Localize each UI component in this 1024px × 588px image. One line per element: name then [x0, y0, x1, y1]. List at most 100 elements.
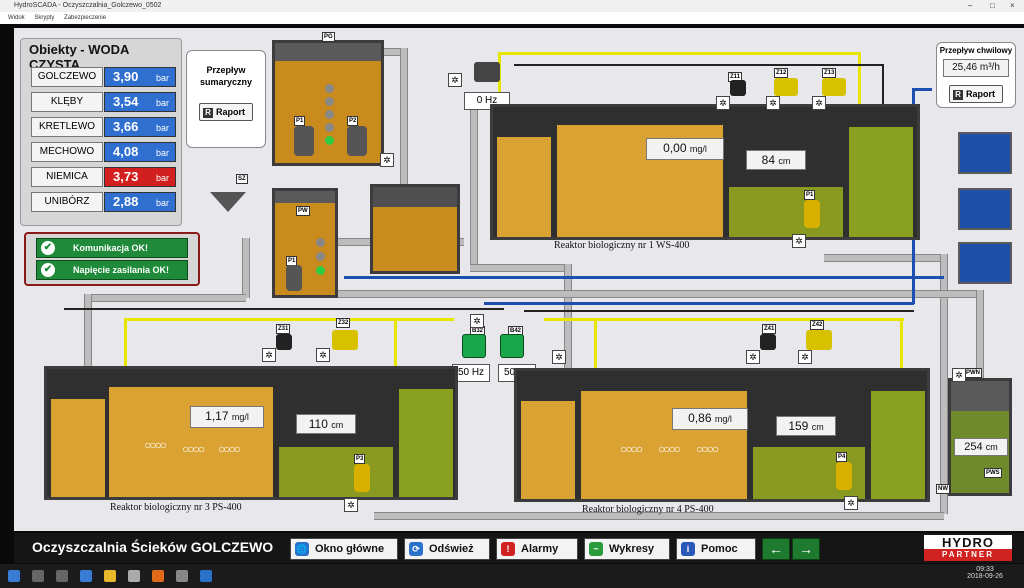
report-icon: R [203, 108, 213, 118]
pw-tank-level [275, 203, 335, 295]
reactor-1-oxygen: 0,00 mg/l [646, 138, 724, 160]
aeration-bubbles: ○○○○ [658, 442, 681, 456]
blower-b32[interactable] [462, 334, 486, 358]
settings-gear-icon[interactable]: ✲ [316, 348, 330, 362]
firefox-icon[interactable] [152, 570, 164, 582]
settings-gear-icon[interactable]: ✲ [792, 234, 806, 248]
close-button[interactable]: × [1010, 1, 1015, 10]
task-view-icon[interactable] [56, 570, 68, 582]
store-icon[interactable] [128, 570, 140, 582]
pw-tank[interactable] [272, 188, 338, 298]
pump-pw-p1[interactable] [286, 265, 302, 291]
reactor-4-chamber-1 [521, 401, 575, 499]
search-icon[interactable] [32, 570, 44, 582]
side-tank-2[interactable] [958, 188, 1012, 230]
settings-gear-icon[interactable]: ✲ [798, 350, 812, 364]
pipe [242, 238, 250, 298]
menu-skrypty[interactable]: Skrypty [34, 15, 55, 21]
clock[interactable]: 09:33 2018-09-26 [960, 566, 1010, 580]
tag-pg: PG [322, 32, 335, 42]
settings-gear-icon[interactable]: ✲ [716, 96, 730, 110]
settings-gear-icon[interactable]: ✲ [812, 96, 826, 110]
blower-b42[interactable] [500, 334, 524, 358]
flow-total-title-2: sumaryczny [199, 77, 253, 87]
black-pipe [524, 310, 914, 312]
valve-z31[interactable] [276, 334, 292, 350]
refresh-button[interactable]: ⟳Odśwież [404, 538, 490, 560]
top-blower[interactable] [474, 62, 500, 82]
pipe [374, 512, 944, 520]
aeration-bubbles: ○○○○ [218, 442, 241, 456]
settings-gear-icon[interactable]: ✲ [766, 96, 780, 110]
reactor-4-label: Reaktor biologiczny nr 4 PS-400 [582, 504, 714, 515]
tag-ws-p1: P1 [804, 190, 816, 200]
settings-gear-icon[interactable]: ✲ [844, 496, 858, 510]
pump-ws-p1[interactable] [804, 200, 820, 228]
yellow-pipe [498, 52, 860, 55]
pipe [470, 264, 570, 272]
hydroscada-icon[interactable] [200, 570, 212, 582]
communication-status: ✔Komunikacja OK! [36, 238, 188, 258]
settings-gear-icon[interactable]: ✲ [746, 350, 760, 364]
check-icon: ✔ [41, 263, 55, 277]
clock-time: 09:33 [976, 566, 994, 573]
hydro-partner-logo: HYDRO PARTNER [924, 535, 1012, 561]
pipe [384, 48, 404, 56]
valve-z42[interactable] [806, 330, 832, 350]
side-tank-3[interactable] [958, 242, 1012, 284]
pump-pg-p2[interactable] [347, 126, 367, 156]
side-tank-1[interactable] [958, 132, 1012, 174]
clock-date: 2018-09-26 [967, 573, 1003, 580]
reactor-3[interactable] [44, 366, 458, 500]
menu-widok[interactable]: Widok [8, 15, 25, 21]
pump-p4[interactable] [836, 462, 852, 490]
settings-gear-icon[interactable]: ✲ [552, 350, 566, 364]
valve-z11[interactable] [730, 80, 746, 96]
yellow-pipe [124, 318, 454, 321]
menu-zabezpieczenie[interactable]: Zabezpieczenie [64, 15, 107, 21]
settings-gear-icon[interactable]: ✲ [470, 314, 484, 328]
reactor-4-clarifier [871, 391, 925, 499]
main-window-button[interactable]: 🌐Okno główne [290, 538, 398, 560]
aeration-bubbles: ○○○○ [144, 438, 167, 452]
valve-z32[interactable] [332, 330, 358, 350]
valve-z12[interactable] [774, 78, 798, 96]
settings-gear-icon[interactable]: ✲ [262, 348, 276, 362]
reactor-1-chamber-3 [729, 187, 843, 237]
alarms-button[interactable]: !Alarmy [496, 538, 578, 560]
pg-level-indicators [325, 84, 335, 160]
outlet-well[interactable] [948, 378, 1012, 496]
edge-icon[interactable] [80, 570, 92, 582]
maximize-button[interactable]: □ [990, 1, 995, 10]
retention-tank[interactable] [370, 184, 460, 274]
pump-pg-p1[interactable] [294, 126, 314, 156]
charts-button[interactable]: ~Wykresy [584, 538, 670, 560]
windows-start-icon[interactable] [8, 570, 20, 582]
settings-gear-icon[interactable]: ✲ [448, 73, 462, 87]
reactor-4[interactable] [514, 368, 930, 502]
minimize-button[interactable]: – [968, 1, 973, 10]
settings-gear-icon[interactable]: ✲ [380, 153, 394, 167]
valve-z13[interactable] [822, 78, 846, 96]
reactor-1[interactable] [490, 104, 920, 240]
pump-p3[interactable] [354, 464, 370, 492]
settings-gear-icon[interactable]: ✲ [344, 498, 358, 512]
back-arrow-button[interactable]: ← [762, 538, 790, 560]
settings-gear-icon[interactable]: ✲ [952, 368, 966, 382]
folder-icon[interactable] [104, 570, 116, 582]
forward-arrow-button[interactable]: → [792, 538, 820, 560]
valve-z41[interactable] [760, 334, 776, 350]
app-icon[interactable] [176, 570, 188, 582]
